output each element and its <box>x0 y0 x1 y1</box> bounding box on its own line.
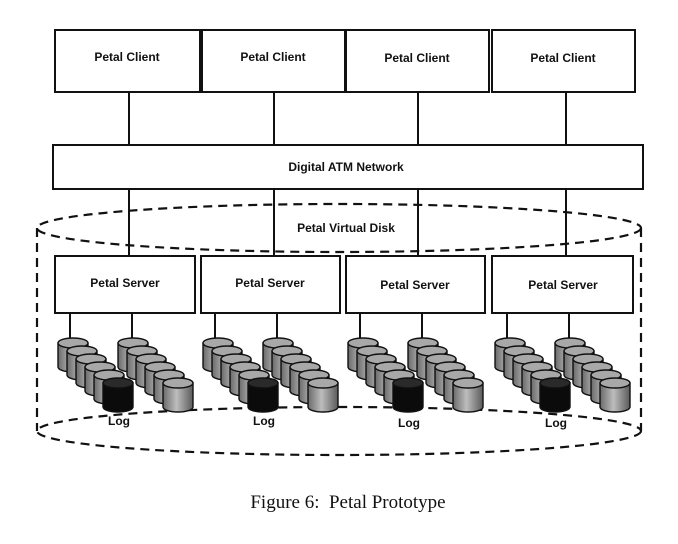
atm-network-label: Digital ATM Network <box>288 160 404 174</box>
client-4: Petal Client <box>491 29 636 93</box>
client-2: Petal Client <box>201 29 346 93</box>
server-3-box <box>345 255 486 314</box>
virtual-disk-bottom-ellipse <box>35 405 643 457</box>
client-1: Petal Client <box>54 29 201 93</box>
disk-group-4 <box>494 313 631 413</box>
server-2-label: Petal Server <box>235 276 305 290</box>
atm-network: Digital ATM Network <box>52 144 644 190</box>
server-2-box <box>200 255 341 314</box>
virtual-disk-label: Petal Virtual Disk <box>297 221 395 235</box>
server-1: Petal Server <box>54 255 196 314</box>
virtual-disk-cylinder <box>35 202 643 457</box>
atm-network-box <box>52 144 644 190</box>
server-4: Petal Server <box>491 255 634 314</box>
disk <box>162 377 194 413</box>
figure-caption: Figure 6: Petal Prototype <box>250 492 445 513</box>
server-3: Petal Server <box>345 255 486 314</box>
disk <box>307 377 339 413</box>
disk-group-1 <box>57 313 194 413</box>
client-1-label: Petal Client <box>94 50 159 64</box>
client-2-box <box>201 29 346 93</box>
log-label-4: Log <box>545 416 567 430</box>
server-4-box <box>491 255 634 314</box>
disk-group-3 <box>347 313 484 413</box>
log-label-2: Log <box>253 414 275 428</box>
client-4-label: Petal Client <box>530 51 595 65</box>
wires <box>128 92 567 256</box>
server-3-label: Petal Server <box>380 278 450 292</box>
disk-stacks <box>57 313 631 413</box>
server-1-label: Petal Server <box>90 276 160 290</box>
client-4-box <box>491 29 636 93</box>
client-1-box <box>54 29 201 93</box>
client-3-box <box>345 29 490 93</box>
log-disk <box>392 377 424 413</box>
server-2: Petal Server <box>200 255 341 314</box>
client-3-label: Petal Client <box>384 51 449 65</box>
client-2-label: Petal Client <box>240 50 305 64</box>
log-label-1: Log <box>108 414 130 428</box>
log-disk <box>247 377 279 413</box>
server-1-box <box>54 255 196 314</box>
disk <box>599 377 631 413</box>
log-disk <box>539 377 571 413</box>
disk <box>452 377 484 413</box>
client-3: Petal Client <box>345 29 490 93</box>
server-4-label: Petal Server <box>528 278 598 292</box>
log-disk <box>102 377 134 413</box>
disk-group-2 <box>202 313 339 413</box>
log-label-3: Log <box>398 416 420 430</box>
